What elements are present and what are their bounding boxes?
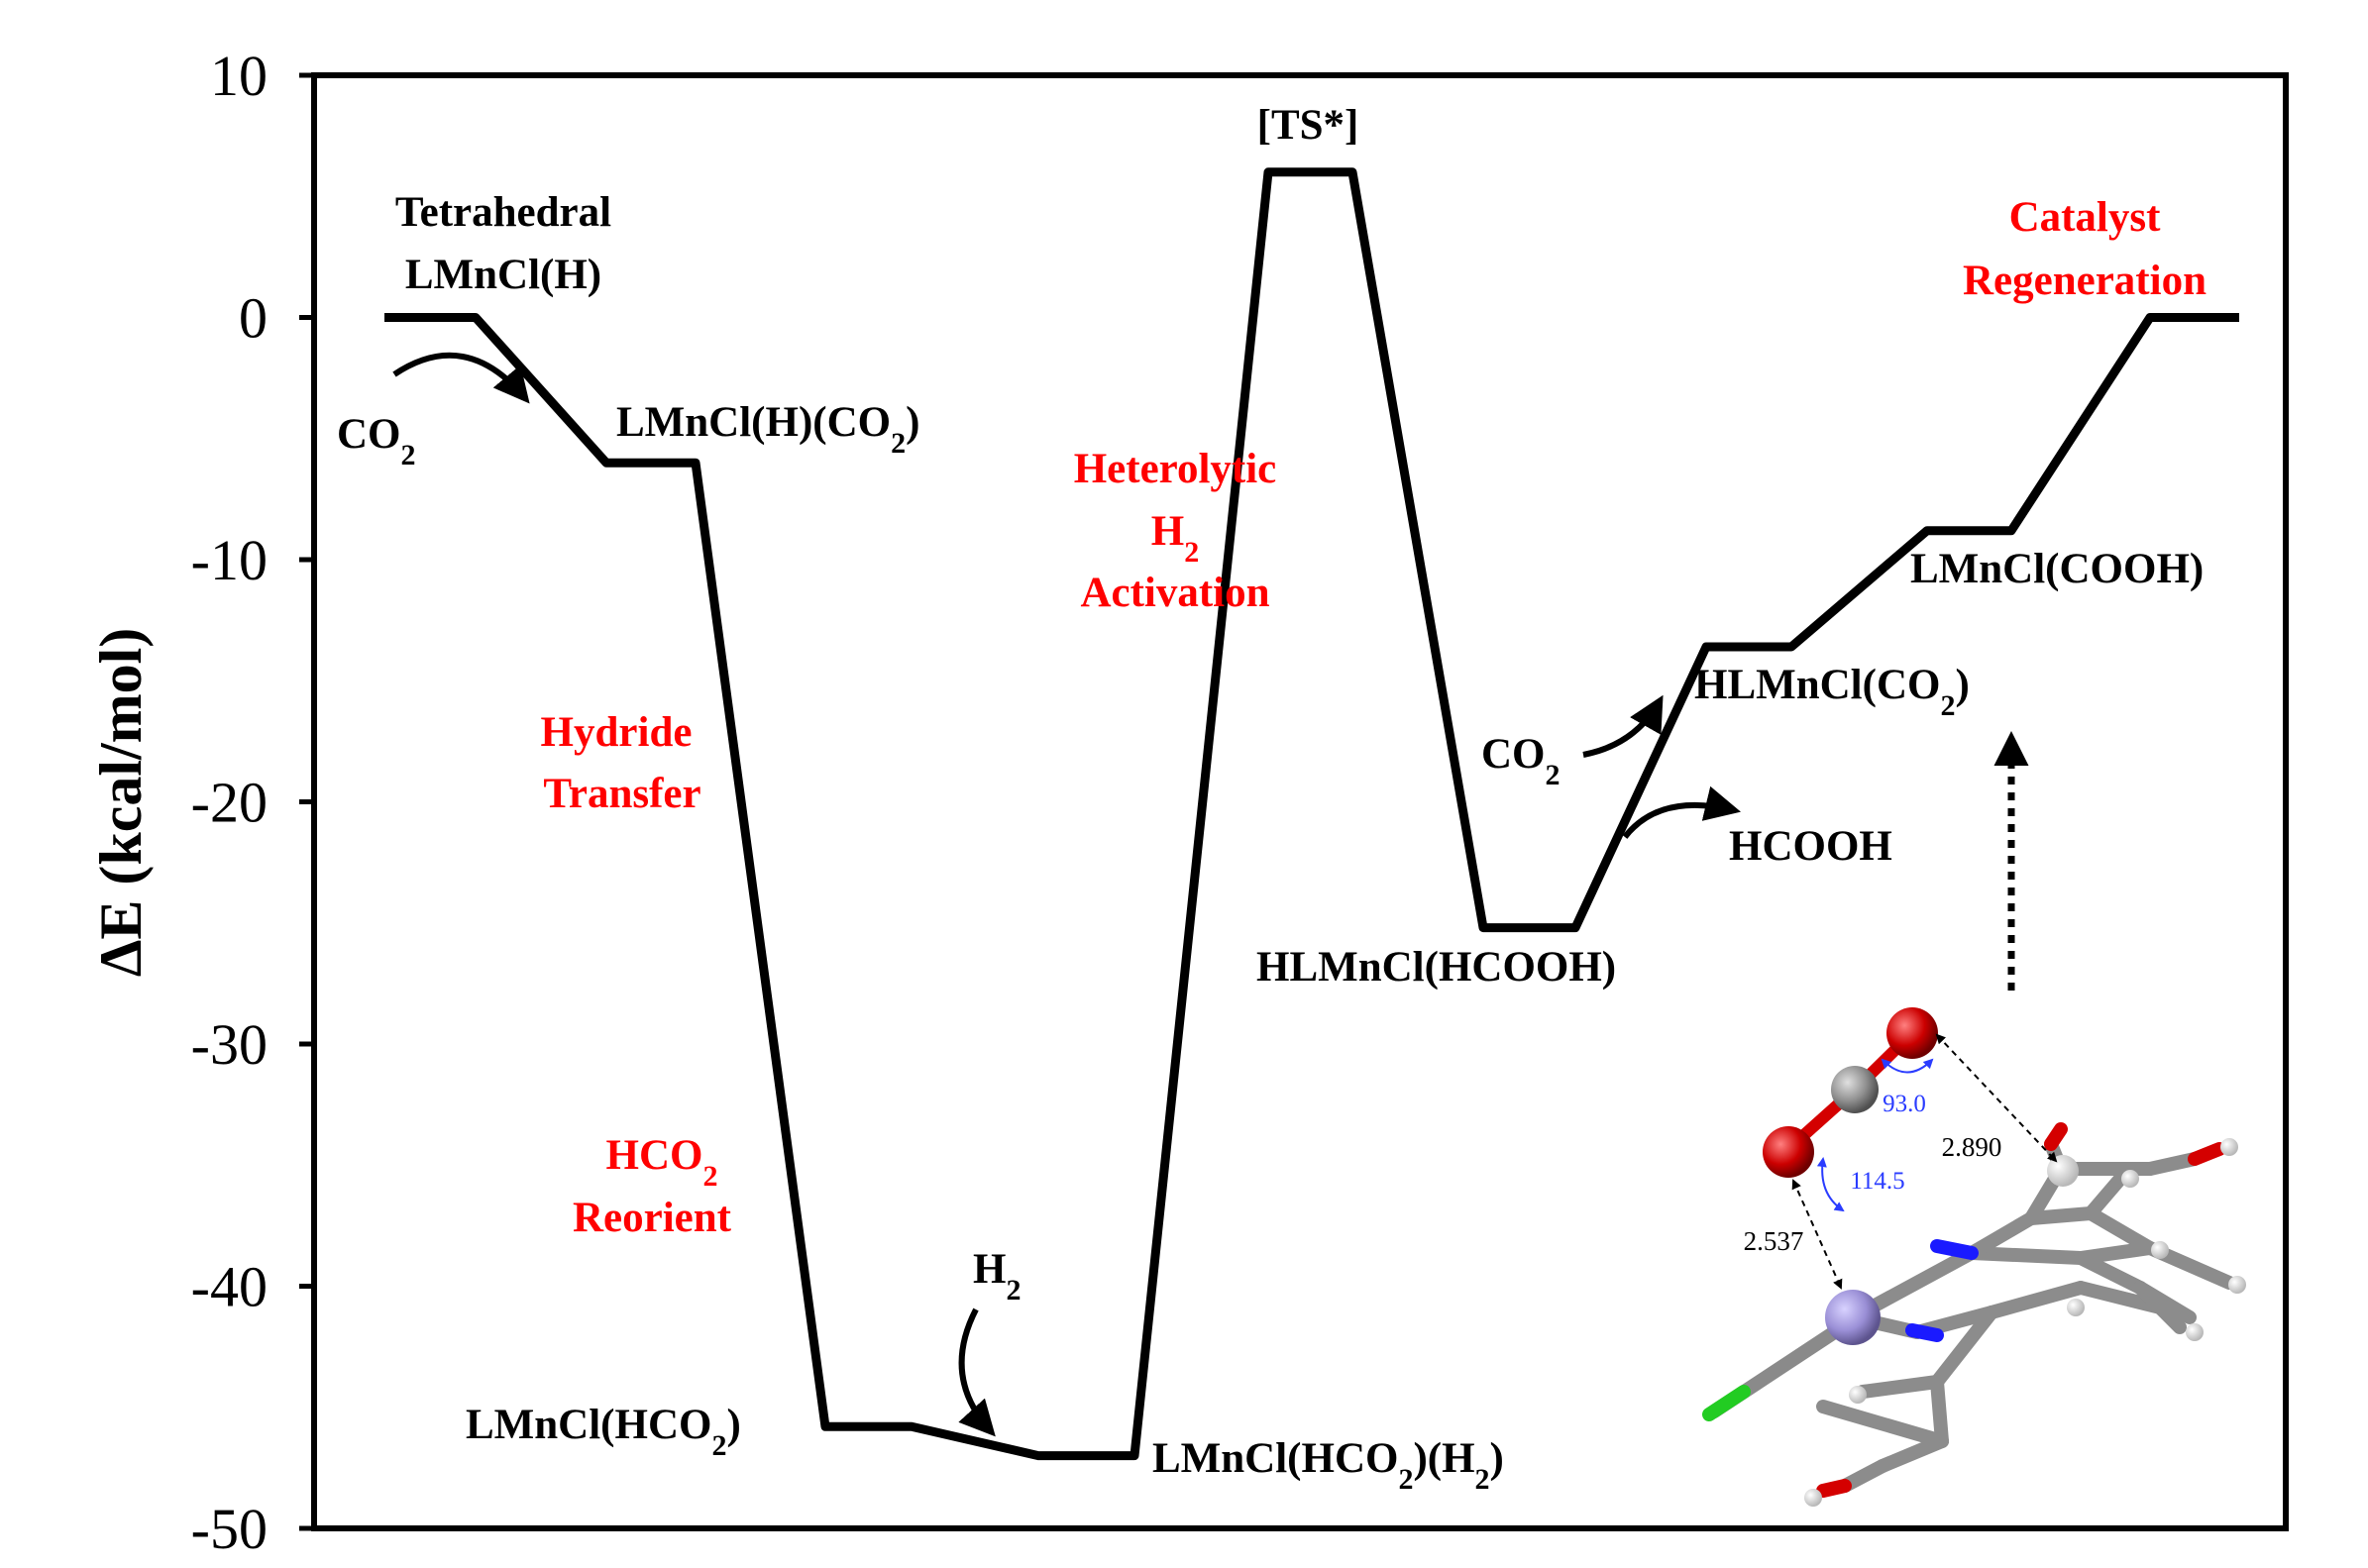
y-tick-label: -40 <box>191 1255 268 1319</box>
reagent-co2-in-2: CO2 <box>1481 731 1561 791</box>
y-tick-label: -10 <box>191 528 268 592</box>
reagent-h2-in: H2 <box>973 1246 1021 1307</box>
y-tick-label: -20 <box>191 771 268 835</box>
molecule-angle-1: 93.0 <box>1883 1091 1926 1117</box>
annotation-hco2-reorient-1: HCO2 <box>606 1132 718 1193</box>
molecule-structure-image: 93.0 114.5 2.890 2.537 <box>1702 1007 2246 1507</box>
y-tick-label: 10 <box>210 44 268 108</box>
y-axis-label: ΔE (kcal/mol) <box>88 628 154 978</box>
state-label-lmncl-hco2-h2: LMnCl(HCO2)(H2) <box>1152 1435 1504 1496</box>
y-tick-label: -50 <box>191 1497 268 1561</box>
state-label-hlmncl-hcooh: HLMnCl(HCOOH) <box>1256 944 1616 991</box>
reagent-co2-in-1: CO2 <box>337 411 416 471</box>
state-label-tetrahedral: Tetrahedral <box>395 189 611 236</box>
annotation-heterolytic-1: Heterolytic <box>1074 446 1277 492</box>
co2-in-arrow-2 <box>1582 694 1664 758</box>
state-label-lmncl-hco2: LMnCl(HCO2) <box>466 1402 741 1462</box>
molecule-distance-2: 2.537 <box>1744 1226 1804 1256</box>
annotation-hydride-transfer-2: Transfer <box>543 771 700 817</box>
reagent-hcooh-out: HCOOH <box>1729 823 1892 870</box>
state-label-lmncl-cooh: LMnCl(COOH) <box>1910 546 2204 592</box>
annotation-hydride-transfer-1: Hydride <box>541 709 693 756</box>
y-axis-ticks: 10 0 -10 -20 -30 -40 -50 <box>191 44 314 1561</box>
y-tick-label: -30 <box>191 1012 268 1077</box>
energy-profile-line <box>384 167 2239 1461</box>
annotation-heterolytic-2: H2 <box>1151 508 1199 569</box>
state-label-hlmncl-co2: HLMnCl(CO2) <box>1694 662 1970 722</box>
annotation-catalyst-regen-1: Catalyst <box>2009 194 2162 241</box>
co2-in-arrow-1 <box>392 352 530 404</box>
state-label-lmncl-h: LMnCl(H) <box>405 252 601 298</box>
state-label-lmncl-h-co2: LMnCl(H)(CO2) <box>616 399 919 460</box>
annotation-catalyst-regen-2: Regeneration <box>1963 258 2207 304</box>
h2-in-arrow <box>958 1307 996 1437</box>
molecule-distance-1: 2.890 <box>1942 1132 2002 1162</box>
y-tick-label: 0 <box>239 286 268 351</box>
molecule-angle-2: 114.5 <box>1850 1168 1904 1195</box>
state-label-ts: [TS*] <box>1257 102 1359 149</box>
annotation-heterolytic-3: Activation <box>1080 570 1269 616</box>
hcooh-out-arrow <box>1622 785 1742 839</box>
annotation-hco2-reorient-2: Reorient <box>573 1195 732 1241</box>
